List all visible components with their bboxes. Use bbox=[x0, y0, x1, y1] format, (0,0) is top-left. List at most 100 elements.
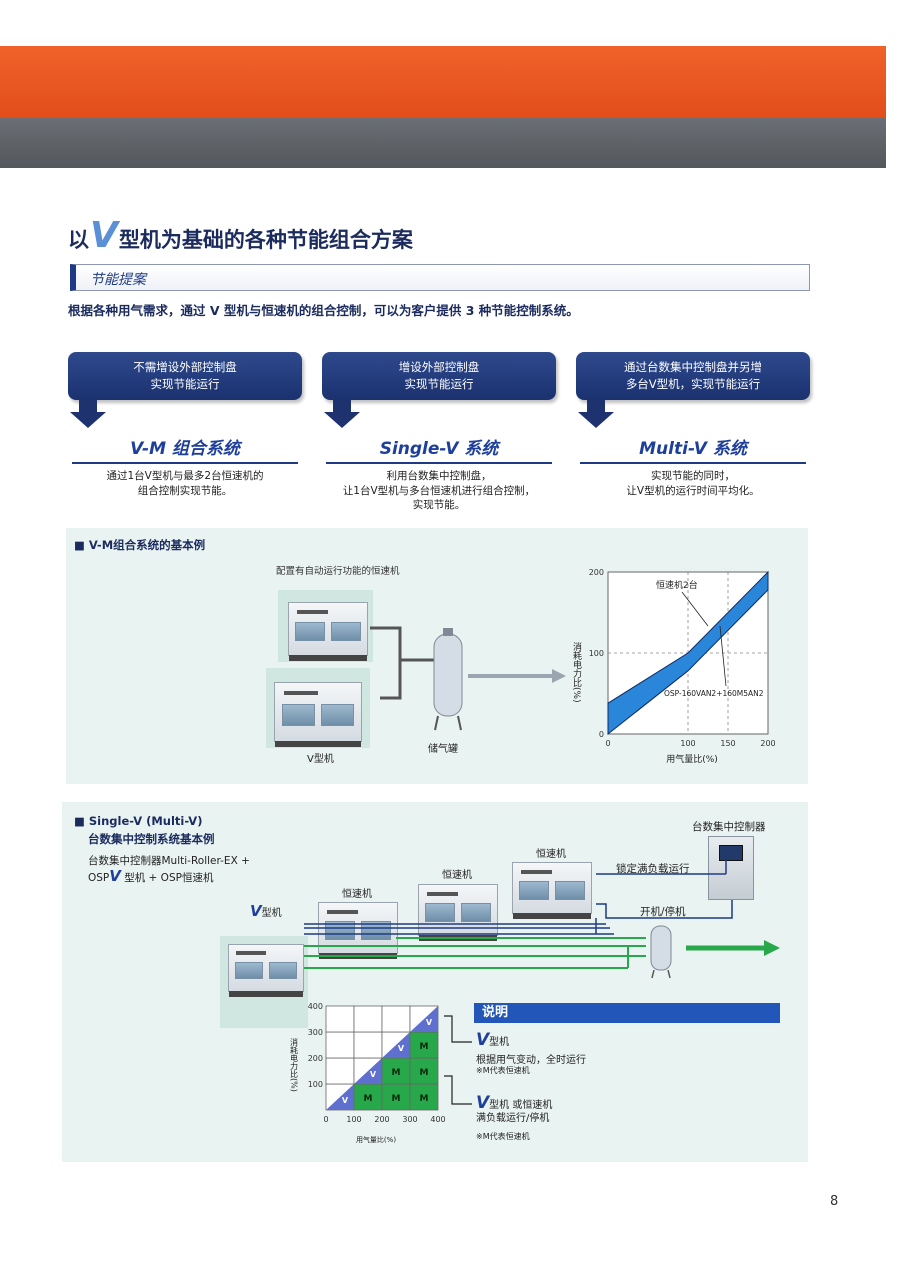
cell-v-triangle bbox=[354, 1058, 382, 1084]
cell-label-v: V bbox=[370, 1070, 377, 1079]
down-arrow-icon bbox=[324, 400, 360, 428]
v-logo: V bbox=[109, 867, 121, 885]
matrix-cell bbox=[381, 1005, 411, 1033]
start-stop-label: 开机/停机 bbox=[640, 906, 686, 918]
x-tick-label: 100 bbox=[346, 1115, 361, 1124]
x-tick-label: 200 bbox=[760, 739, 775, 748]
y-tick-label: 300 bbox=[308, 1028, 323, 1037]
down-arrow-icon bbox=[70, 400, 106, 428]
column-header-box: 不需增设外部控制盘 实现节能运行 bbox=[68, 352, 302, 400]
sv-wiring bbox=[304, 860, 780, 969]
y-tick-label: 400 bbox=[308, 1002, 323, 1011]
constant-speed-compressor-3 bbox=[512, 862, 592, 919]
y-tick-label: 100 bbox=[589, 649, 604, 658]
cell-v-triangle bbox=[410, 1006, 438, 1032]
y-tick-label: 100 bbox=[308, 1080, 323, 1089]
controller-cabinet bbox=[708, 836, 754, 900]
header-orange-band bbox=[0, 46, 886, 118]
cell-label-m: M bbox=[392, 1094, 401, 1104]
system-desc: 实现节能的同时， 让V型机的运行时间平均化。 bbox=[626, 470, 760, 497]
cell-label-v: V bbox=[398, 1044, 405, 1053]
fixed-full-load-label: 锁定满负载运行 bbox=[616, 863, 690, 875]
constant-label-1: 恒速机 bbox=[342, 889, 372, 900]
header-gray-band bbox=[0, 118, 886, 168]
v-machine-label: V型机 bbox=[307, 754, 334, 765]
y-axis-label: 消耗电力比(%) bbox=[290, 1037, 299, 1092]
x-axis-label: 用气量比(%) bbox=[666, 753, 718, 765]
matrix-cell bbox=[381, 1057, 411, 1085]
x-tick-label: 300 bbox=[402, 1115, 417, 1124]
y-axis-label: 消耗电力比(%) bbox=[571, 641, 582, 703]
legend-brackets bbox=[444, 1015, 472, 1105]
system-name: Multi-V 系统 bbox=[639, 439, 747, 459]
y-tick-label: 200 bbox=[589, 568, 604, 577]
divider bbox=[326, 462, 552, 464]
vm-piping bbox=[370, 626, 566, 700]
x-axis-label: 用气量比(%) bbox=[356, 1135, 396, 1144]
system-desc: 通过1台V型机与最多2台恒速机的 组合控制实现节能。 bbox=[106, 470, 264, 497]
constant-label-2: 恒速机 bbox=[442, 870, 472, 881]
down-arrow-icon bbox=[578, 400, 614, 428]
controller-screen bbox=[719, 845, 743, 861]
intro-text: 根据各种用气需求，通过 V 型机与恒速机的组合控制，可以为客户提供 3 种节能控… bbox=[68, 303, 579, 318]
matrix-cell bbox=[353, 1031, 383, 1059]
sv-panel-title-1: ■ Single-V (Multi-V) bbox=[74, 814, 203, 828]
annotation-2-constant: 恒速机2台 bbox=[656, 579, 698, 591]
sv-panel-title-2: 台数集中控制系统基本例 bbox=[88, 832, 215, 846]
v-logo: V bbox=[90, 215, 118, 256]
cell-v-triangle bbox=[326, 1084, 354, 1110]
legend-title: 说明 bbox=[474, 1003, 780, 1023]
column-multi-v: 通过台数集中控制盘并另增 多台V型机，实现节能运行 Multi-V 系统 实现节… bbox=[576, 352, 810, 498]
column-header-box: 通过台数集中控制盘并另增 多台V型机，实现节能运行 bbox=[576, 352, 810, 400]
auto-run-note: 配置有自动运行功能的恒速机 bbox=[276, 566, 400, 577]
x-tick-label: 100 bbox=[680, 739, 695, 748]
divider bbox=[580, 462, 806, 464]
legend-item-2: V型机 或恒速机 bbox=[476, 1093, 553, 1113]
cell-label-m: M bbox=[420, 1042, 429, 1052]
x-tick-label: 400 bbox=[430, 1115, 445, 1124]
cell-label-m: M bbox=[392, 1068, 401, 1078]
cell-label-m: M bbox=[364, 1094, 373, 1104]
system-name: Single-V 系统 bbox=[379, 439, 499, 459]
system-desc: 利用台数集中控制盘， 让1台V型机与多台恒速机进行组合控制， 实现节能。 bbox=[342, 470, 536, 511]
x-tick-label: 150 bbox=[720, 739, 735, 748]
legend-item-2-note: ※M代表恒速机 bbox=[476, 1132, 530, 1141]
matrix-cell bbox=[353, 1005, 383, 1033]
y-tick-label: 200 bbox=[308, 1054, 323, 1063]
air-tank-icon bbox=[650, 925, 672, 979]
column-header-box: 增设外部控制盘 实现节能运行 bbox=[322, 352, 556, 400]
page-number: 8 bbox=[830, 1194, 839, 1209]
column-single-v: 增设外部控制盘 实现节能运行 Single-V 系统 利用台数集中控制盘， 让1… bbox=[322, 352, 556, 513]
cell-label-v: V bbox=[426, 1018, 433, 1027]
legend-item-2-desc: 满负载运行/停机 bbox=[476, 1113, 550, 1124]
controller-label: 台数集中控制器 bbox=[692, 821, 766, 833]
air-tank-icon bbox=[433, 628, 463, 731]
cell-label-v: V bbox=[342, 1096, 349, 1105]
matrix-cell bbox=[325, 1031, 355, 1059]
cell-label-m: M bbox=[420, 1068, 429, 1078]
y-tick-label: 0 bbox=[599, 730, 604, 739]
cell-v-triangle bbox=[382, 1032, 410, 1058]
matrix-cell bbox=[325, 1057, 355, 1085]
matrix-cell bbox=[325, 1005, 355, 1033]
matrix-cell bbox=[409, 1083, 439, 1111]
system-name: V-M 组合系统 bbox=[130, 439, 240, 459]
legend-item-1: V型机 bbox=[476, 1030, 510, 1050]
v-machine-label: V型机 bbox=[250, 902, 282, 920]
sv-sub-line-2: OSPV 型机 + OSP恒速机 bbox=[88, 867, 214, 885]
v-compressor bbox=[228, 944, 304, 997]
tank-label: 储气罐 bbox=[428, 744, 458, 755]
column-vm: 不需增设外部控制盘 实现节能运行 V-M 组合系统 通过1台V型机与最多2台恒速… bbox=[68, 352, 302, 498]
cell-label-m: M bbox=[420, 1094, 429, 1104]
section-label: 节能提案 bbox=[90, 272, 146, 288]
legend-item-1-desc: 根据用气变动，全时运行 bbox=[476, 1055, 586, 1066]
constant-speed-compressor bbox=[288, 602, 368, 661]
sv-sub-line-1: 台数集中控制器Multi-Roller-EX + bbox=[88, 855, 250, 867]
divider bbox=[72, 462, 298, 464]
x-tick-label: 0 bbox=[323, 1115, 328, 1124]
power-band bbox=[607, 570, 769, 736]
legend-item-1-note: ※M代表恒速机 bbox=[476, 1066, 530, 1075]
